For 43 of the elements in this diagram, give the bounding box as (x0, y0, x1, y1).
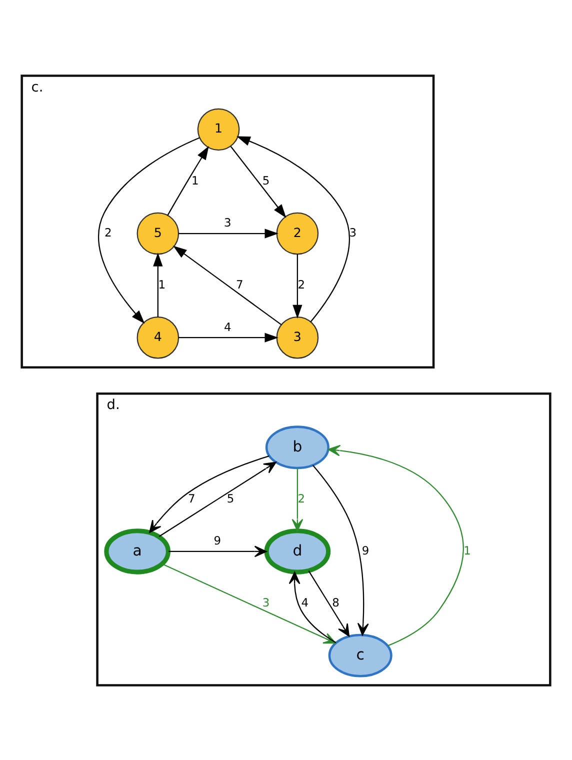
node-ellipse: b (265, 425, 330, 469)
arrow (98, 136, 200, 324)
edge-label: 4 (224, 319, 232, 334)
node-ellipse: c (328, 633, 392, 677)
edge-label: 3 (349, 224, 357, 239)
arrow (308, 570, 350, 636)
arrow (230, 146, 286, 218)
arrow (178, 228, 278, 238)
arrow (167, 146, 209, 216)
edge-label: 9 (214, 533, 222, 548)
arrow (153, 252, 163, 316)
arrow (168, 545, 267, 557)
edge-label: 3 (262, 594, 270, 609)
edge-label: 7 (188, 490, 196, 505)
arrow (158, 461, 276, 536)
node-circle: 2 (276, 212, 319, 254)
node-circle: 4 (136, 316, 180, 358)
node-circle: 3 (276, 316, 319, 358)
edge-label: 9 (362, 542, 370, 557)
edge-label: 2 (298, 276, 306, 291)
arrow (328, 444, 464, 646)
edge-label: 5 (226, 490, 234, 505)
arrow (312, 464, 369, 636)
arrow (292, 254, 302, 318)
arrow (173, 245, 282, 325)
edge-label: 3 (224, 215, 232, 230)
edge-label: 1 (191, 172, 199, 187)
node-ellipse: d (264, 528, 331, 574)
arrow (178, 332, 278, 342)
edge-label: 5 (262, 172, 270, 187)
arrow (149, 455, 270, 532)
edge-label: 2 (298, 490, 306, 505)
edge-label: 4 (301, 594, 309, 609)
node-circle: 5 (136, 212, 180, 254)
node-ellipse: a (104, 528, 170, 574)
node-circle: 1 (197, 108, 240, 150)
arrow (292, 468, 304, 531)
edge-label: 7 (236, 276, 244, 291)
edge-label: 8 (332, 594, 340, 609)
edge-label: 1 (464, 542, 471, 557)
arrow (236, 136, 350, 322)
edge-label: 1 (158, 276, 166, 291)
edge-label: 2 (104, 224, 112, 239)
